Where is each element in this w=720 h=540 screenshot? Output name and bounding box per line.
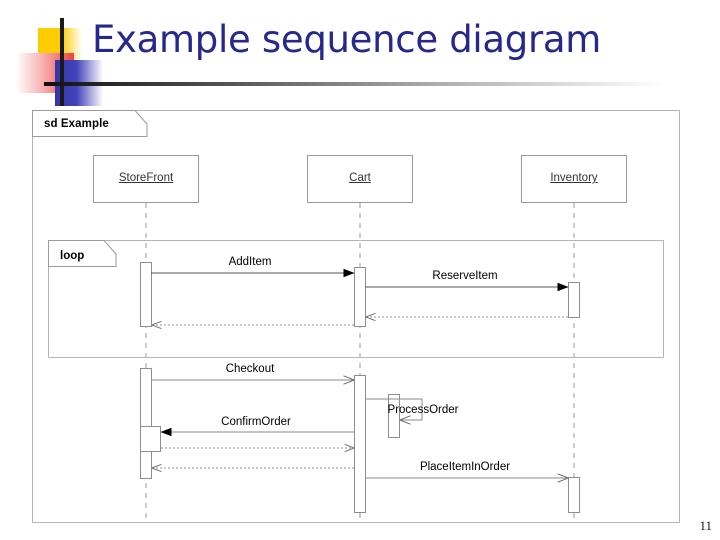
- activation-cart-processorder: [388, 394, 400, 438]
- activation-bars: [140, 262, 580, 513]
- message-label-additem: AddItem: [228, 256, 272, 268]
- message-label-checkout: Checkout: [225, 363, 275, 375]
- lifeline-label-inventory: Inventory: [550, 172, 598, 184]
- message-processorder: [365, 398, 423, 420]
- message-label-processorder: ProcessOrder: [387, 404, 459, 416]
- loop-fragment: [48, 240, 664, 358]
- activation-storefront-checkout: [140, 368, 152, 479]
- loop-operator-tab: [48, 240, 117, 267]
- sequence-diagram-canvas: [32, 110, 680, 523]
- frame-label: sd Example: [44, 118, 109, 130]
- activation-cart-loop: [354, 267, 366, 327]
- deco-horizontal-rule: [44, 82, 664, 86]
- message-label-confirmorder: ConfirmOrder: [221, 416, 291, 428]
- activation-storefront-confirm: [140, 426, 161, 452]
- lifeline-label-storefront: StoreFront: [118, 172, 174, 184]
- page-number: 11: [699, 518, 712, 533]
- message-label-placeiteminorder: PlaceItemInOrder: [419, 461, 511, 473]
- lifeline-heads: [93, 155, 627, 203]
- activation-inventory-loop: [568, 282, 580, 318]
- activation-cart-checkout: [354, 375, 366, 513]
- activation-storefront-loop: [140, 262, 152, 327]
- frame-name-tab: [32, 110, 148, 137]
- lifeline-box-cart: [307, 155, 413, 203]
- loop-label: loop: [60, 250, 85, 262]
- message-label-reserveitem: ReserveItem: [432, 270, 498, 282]
- page-title: Example sequence diagram: [92, 18, 601, 61]
- lifeline-box-inventory: [521, 155, 627, 203]
- deco-vertical-rule: [60, 18, 64, 106]
- activation-inventory-place: [568, 477, 580, 513]
- lifeline-label-cart: Cart: [349, 172, 371, 184]
- sequence-diagram: sd Example loop StoreFront Cart Inventor…: [32, 110, 680, 528]
- lifeline-box-storefront: [93, 155, 199, 203]
